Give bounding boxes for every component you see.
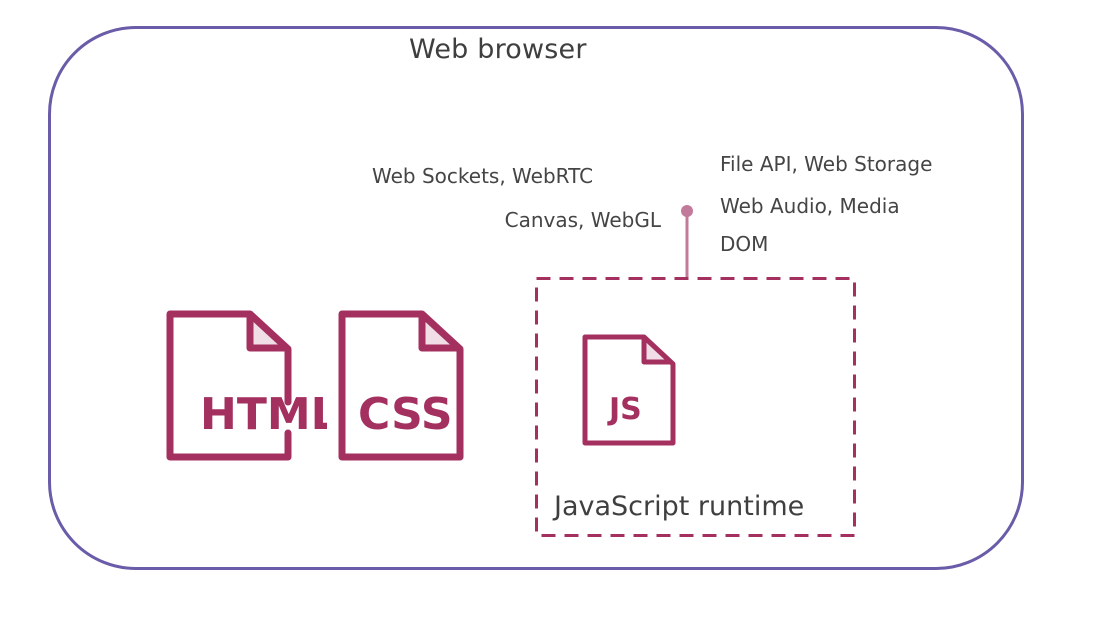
html-file-label: HTML [200, 389, 327, 440]
label-canvas: Canvas, WebGL [504, 208, 661, 232]
javascript-runtime-box [535, 277, 856, 537]
js-file-icon: JS [582, 334, 676, 446]
js-file-label: JS [607, 392, 642, 427]
label-dom: DOM [720, 232, 769, 256]
connector-dot [681, 205, 693, 217]
label-web-sockets: Web Sockets, WebRTC [372, 164, 594, 188]
label-web-audio: Web Audio, Media [720, 194, 900, 218]
css-file-icon: CSS [338, 310, 464, 461]
html-file-icon: HTML [166, 310, 327, 461]
javascript-runtime-label: JavaScript runtime [554, 491, 805, 522]
css-file-label: CSS [358, 389, 453, 440]
diagram-title: Web browser [409, 34, 587, 65]
label-file-api: File API, Web Storage [720, 152, 933, 176]
web-browser-frame [48, 26, 1024, 570]
